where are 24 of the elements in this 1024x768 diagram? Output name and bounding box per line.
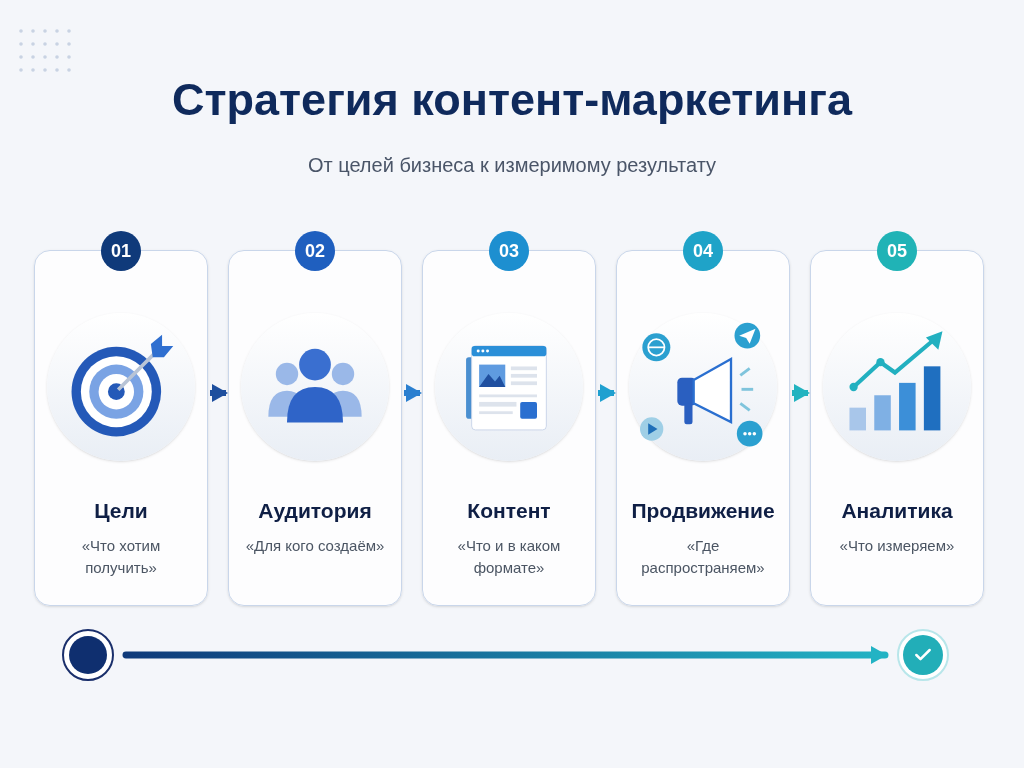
finish-point	[897, 629, 949, 681]
step-number-badge: 03	[489, 231, 529, 271]
arrow	[404, 384, 422, 402]
step-title: Контент	[466, 498, 552, 524]
step-question: «Где распространяем»	[640, 536, 766, 578]
step-title: Цели	[93, 498, 149, 524]
step-title: Аналитика	[840, 498, 954, 524]
step-number-badge: 01	[101, 231, 141, 271]
step-question: «Что и в каком формате»	[456, 536, 562, 578]
start-point	[62, 629, 114, 681]
step-question: «Для кого создаём»	[244, 536, 386, 556]
step-question: «Что хотим получить»	[80, 536, 162, 578]
step-number-badge: 04	[683, 231, 723, 271]
step-question: «Что измеряем»	[838, 536, 956, 556]
arrow	[792, 384, 810, 402]
step-number-badge: 05	[877, 231, 917, 271]
arrow	[598, 384, 616, 402]
step-number-badge: 02	[295, 231, 335, 271]
step-title: Аудитория	[257, 498, 373, 524]
arrow	[210, 384, 228, 402]
arrow	[122, 646, 889, 664]
title: Стратегия контент-маркетинга	[171, 73, 854, 127]
step-title: Продвижение	[630, 498, 776, 524]
subtitle: От целей бизнеса к измеримому результату	[306, 153, 718, 178]
